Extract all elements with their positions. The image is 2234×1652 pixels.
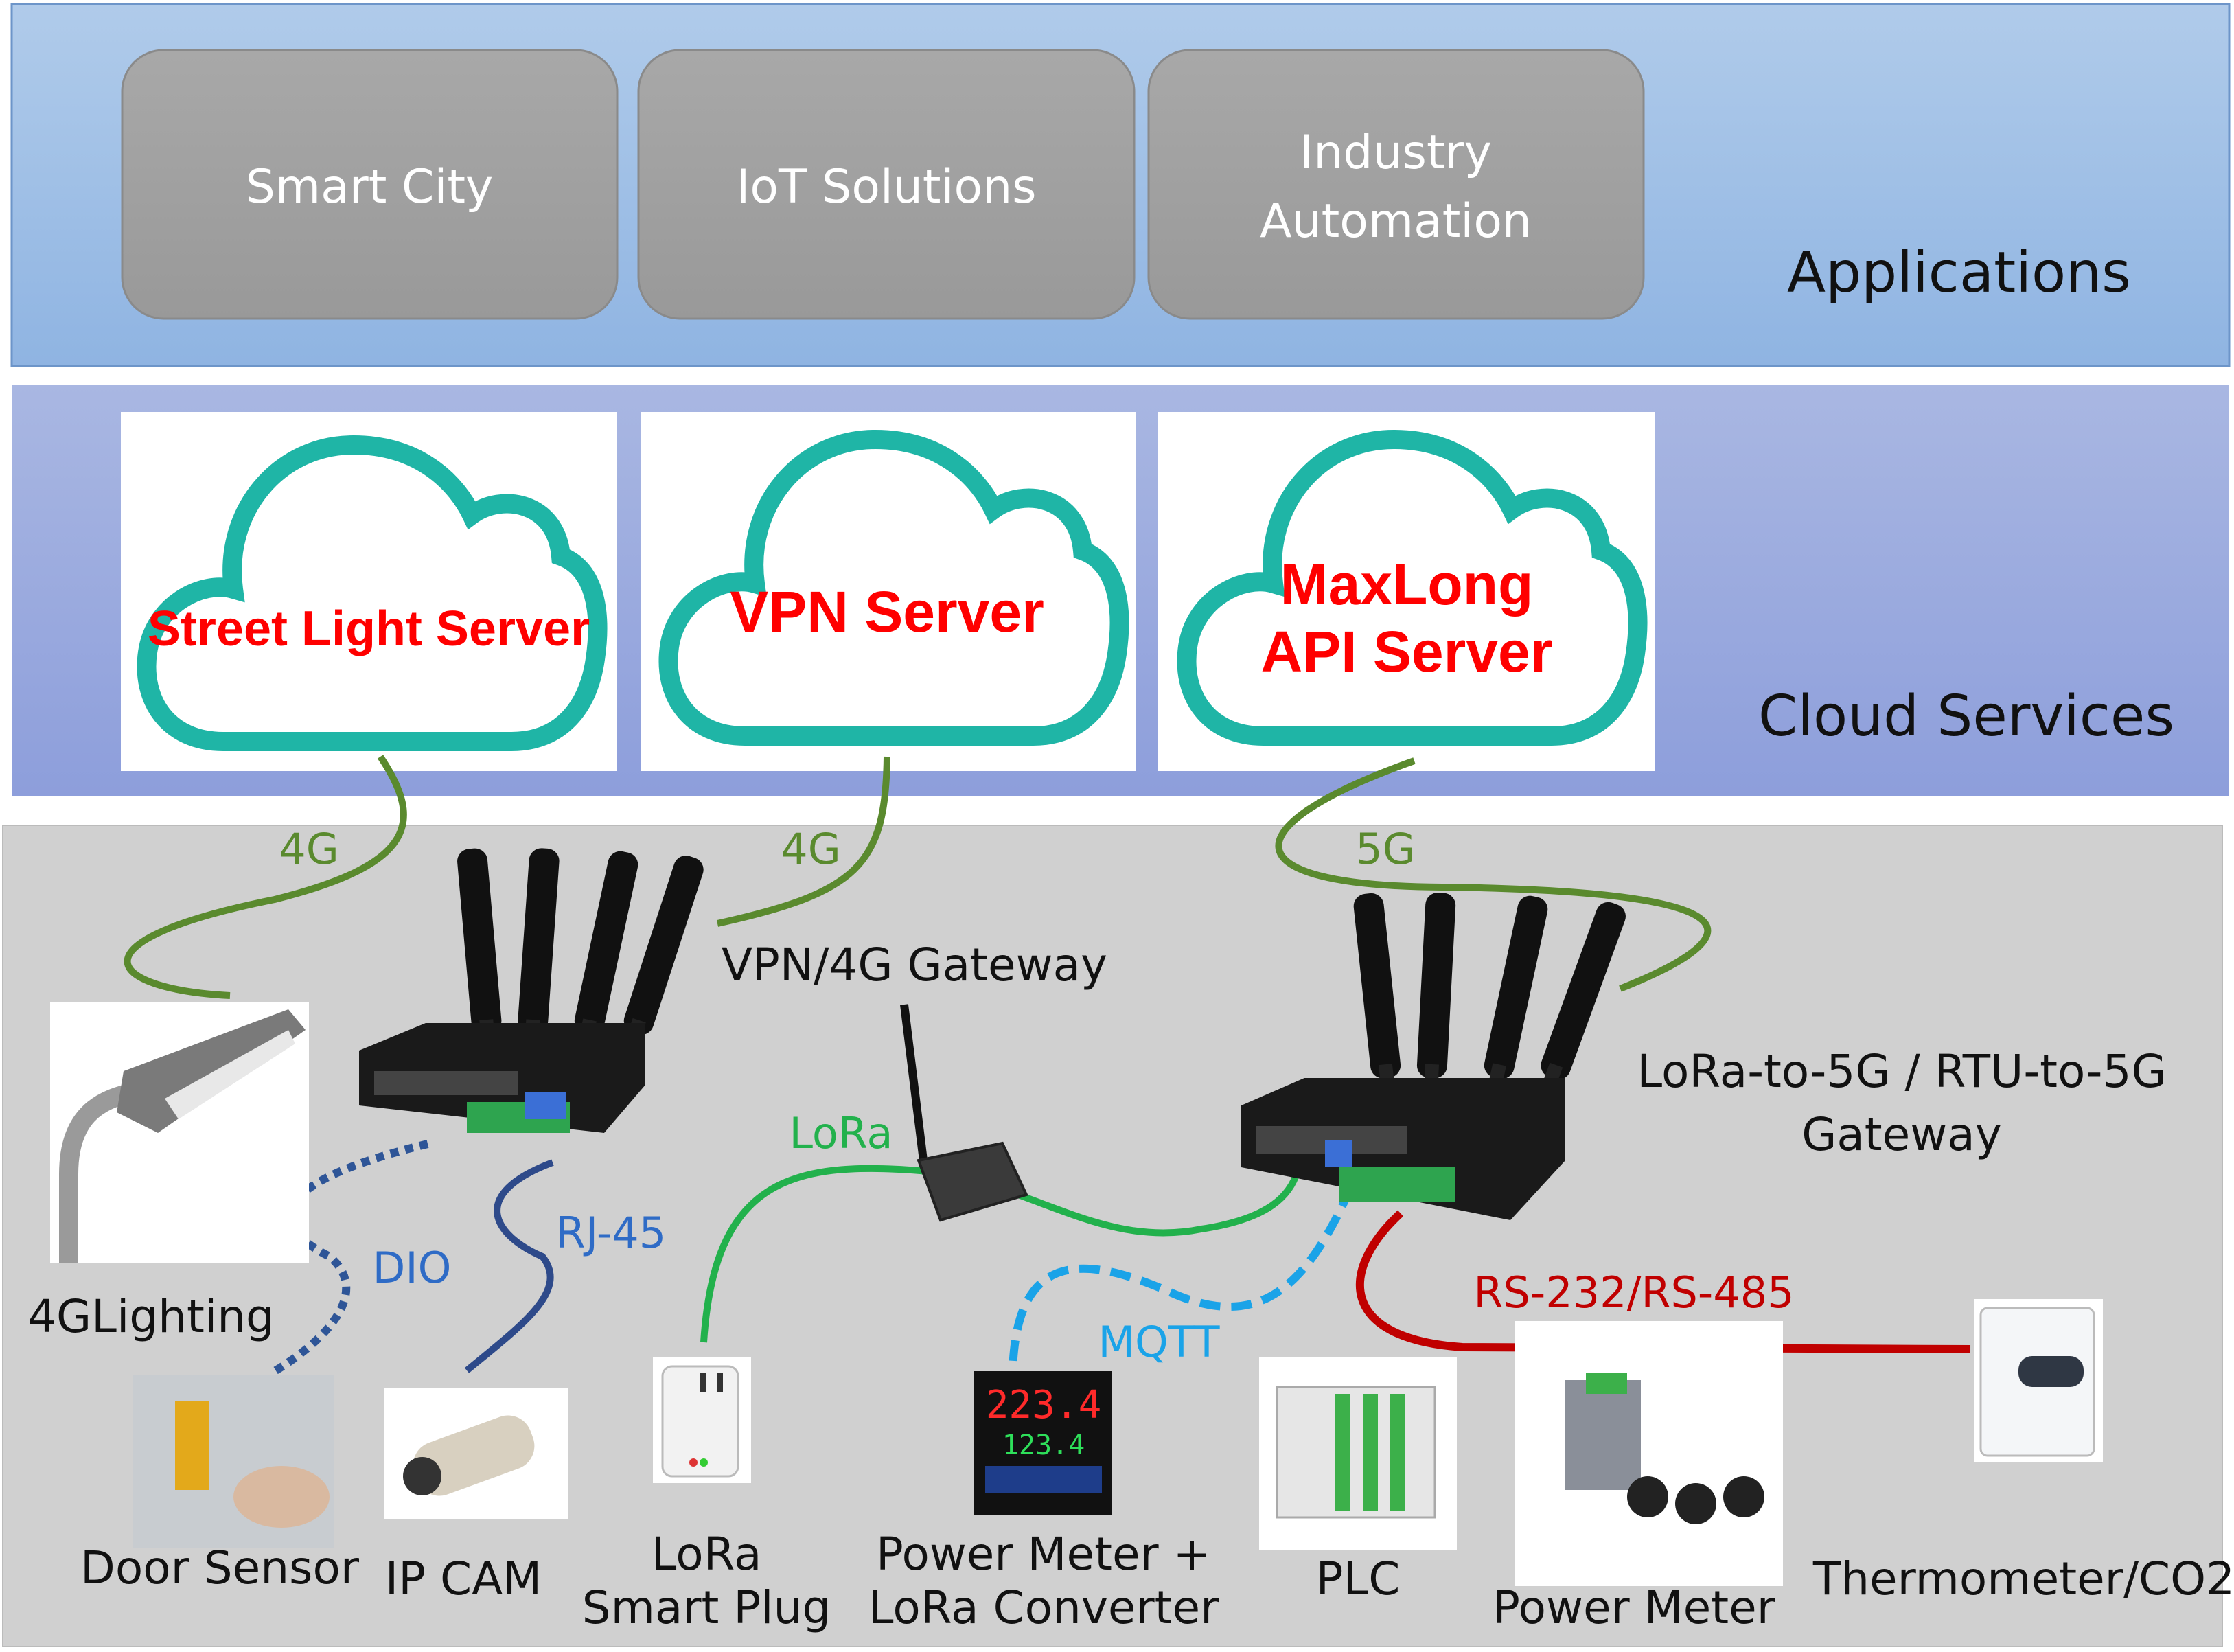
lora-5g-gateway: LoRa-to-5G / RTU-to-5G Gateway bbox=[1241, 892, 2167, 1220]
link-label-4g-2: 4G bbox=[781, 824, 841, 874]
cloud-services-title: Cloud Services bbox=[1758, 684, 2174, 749]
link-label-4g-1: 4G bbox=[279, 824, 339, 874]
dio-link bbox=[268, 1140, 429, 1377]
ip-camera: IP CAM bbox=[384, 1388, 568, 1605]
app-label: Smart City bbox=[246, 160, 494, 214]
device-label: PLC bbox=[1316, 1552, 1401, 1605]
lora-smart-plug: LoRa Smart Plug bbox=[582, 1357, 831, 1634]
app-iot-solutions: IoT Solutions bbox=[637, 49, 1136, 320]
device-layer: 4G 4G 5G LoRa DIO RJ-45 MQTT RS-232/RS-4… bbox=[2, 755, 2234, 1647]
gateway-label-line2: Gateway bbox=[1801, 1108, 2002, 1161]
device-label-line2: LoRa Converter bbox=[868, 1581, 1219, 1634]
maxlong-api-server: MaxLong API Server bbox=[1158, 412, 1655, 771]
device-label-line1: Power Meter + bbox=[876, 1528, 1211, 1581]
serial-link bbox=[1355, 1210, 1971, 1353]
link-label-serial: RS-232/RS-485 bbox=[1473, 1267, 1794, 1318]
device-label: IP CAM bbox=[385, 1552, 542, 1605]
device-label: Power Meter bbox=[1493, 1581, 1776, 1634]
applications-title: Applications bbox=[1787, 240, 2131, 306]
4g-lighting: 4GLighting bbox=[27, 1002, 309, 1343]
app-smart-city: Smart City bbox=[121, 49, 619, 320]
gateway-label: VPN/4G Gateway bbox=[722, 939, 1107, 991]
rj45-link bbox=[464, 1159, 554, 1373]
device-label: 4GLighting bbox=[27, 1290, 275, 1343]
door-sensor: Door Sensor bbox=[80, 1375, 360, 1594]
thermometer-co2-sensor: Thermometer/CO2 bbox=[1812, 1299, 2234, 1605]
vpn-4g-gateway: VPN/4G Gateway bbox=[359, 847, 1107, 1133]
plc: PLC bbox=[1259, 1357, 1457, 1605]
app-industry-automation: Industry Automation bbox=[1147, 49, 1645, 320]
app-label-line1: Industry bbox=[1300, 126, 1492, 180]
applications-layer: Smart City IoT Solutions Industry Automa… bbox=[10, 3, 2231, 367]
4g-link-lighting bbox=[124, 755, 407, 999]
link-label-5g: 5G bbox=[1355, 824, 1416, 874]
4g-link-gateway bbox=[716, 756, 890, 927]
server-label: VPN Server bbox=[730, 580, 1044, 644]
server-label-line1: MaxLong bbox=[1280, 552, 1534, 617]
sv-display: 123.4 bbox=[1002, 1430, 1085, 1461]
vpn-server: VPN Server bbox=[641, 412, 1136, 771]
device-label: Door Sensor bbox=[80, 1541, 360, 1594]
link-label-rj45: RJ-45 bbox=[556, 1208, 666, 1258]
link-label-lora: LoRa bbox=[789, 1108, 893, 1158]
server-label: Street Light Server bbox=[148, 601, 590, 656]
link-label-dio: DIO bbox=[373, 1243, 452, 1293]
device-label-line1: LoRa bbox=[652, 1528, 762, 1581]
street-light-server: Street Light Server bbox=[121, 412, 617, 771]
cloud-services-layer: Street Light Server VPN Server MaxLong A… bbox=[12, 385, 2229, 796]
5g-link-gateway bbox=[1275, 757, 1712, 992]
power-meter-lora-converter: 223.4 123.4 Power Meter + LoRa Converter bbox=[868, 1371, 1219, 1634]
app-label: IoT Solutions bbox=[736, 160, 1036, 214]
lora-converter bbox=[900, 1004, 1028, 1222]
link-label-mqtt: MQTT bbox=[1098, 1317, 1221, 1367]
gateway-label-line1: LoRa-to-5G / RTU-to-5G bbox=[1637, 1045, 2166, 1098]
server-label-line2: API Server bbox=[1261, 619, 1553, 684]
device-label-line2: Smart Plug bbox=[582, 1581, 831, 1634]
device-label: Thermometer/CO2 bbox=[1812, 1552, 2234, 1605]
app-label-line2: Automation bbox=[1260, 194, 1532, 249]
pv-display: 223.4 bbox=[986, 1383, 1102, 1427]
power-meter: Power Meter bbox=[1493, 1321, 1783, 1634]
